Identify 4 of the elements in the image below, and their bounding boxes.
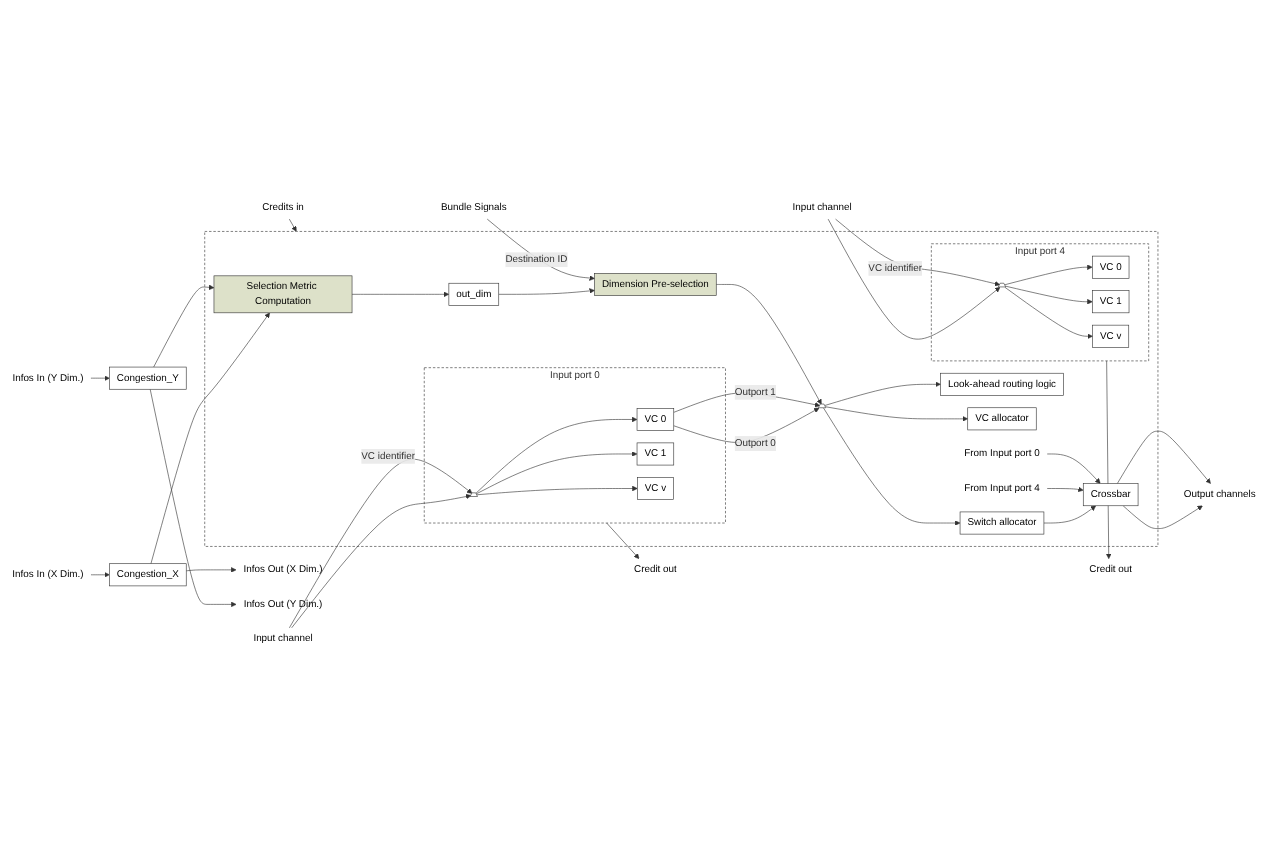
node-trapezoid [998,282,1006,287]
cluster [204,230,1159,547]
node-trapezoid [818,403,827,408]
node-trapezoid [469,492,478,497]
